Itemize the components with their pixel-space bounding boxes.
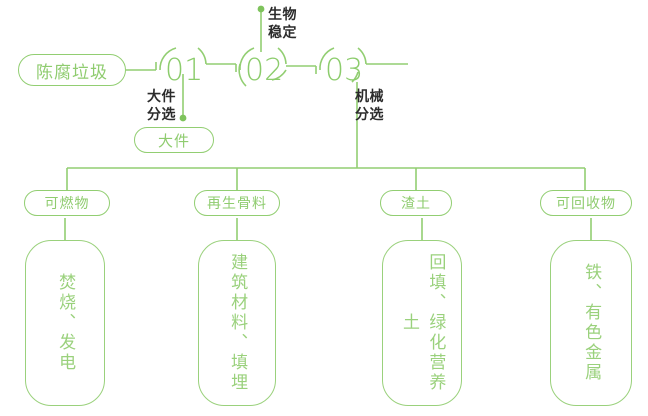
arc-step1-left <box>159 47 177 71</box>
step-number-03: 03 <box>325 53 364 88</box>
output-destination-box-recyclables[interactable]: 铁、有色金属 <box>550 240 632 406</box>
step-annotation-bulky-sorting: 大件 分选 <box>147 88 176 122</box>
arc-step2-left <box>239 47 255 71</box>
output-destination-label: 铁、有色金属 <box>582 263 602 383</box>
step-number-01: 01 <box>165 53 204 88</box>
dot-icon-bio <box>257 5 265 13</box>
output-destination-box-combustible[interactable]: 焚烧、发电 <box>25 240 105 406</box>
output-category-label: 可回收物 <box>556 195 616 211</box>
branch-node-label: 大件 <box>157 132 190 150</box>
output-category-label: 渣土 <box>401 195 431 211</box>
arc-step3-left <box>319 47 335 71</box>
step-annotation-bio-stabilization: 生物 稳定 <box>268 6 297 40</box>
output-destination-box-recycled-aggregate[interactable]: 建筑材料、填埋 <box>198 240 276 406</box>
arc-step3-bottom <box>351 71 359 83</box>
output-category-label: 可燃物 <box>44 195 90 211</box>
arc-step3-right <box>357 47 367 65</box>
output-destination-label: 焚烧、发电 <box>56 273 76 373</box>
output-category-recyclables[interactable]: 可回收物 <box>540 190 632 216</box>
output-destination-box-residue-soil[interactable]: 回填、绿化营养土 <box>382 240 462 406</box>
output-destination-label: 建筑材料、填埋 <box>228 253 248 393</box>
step-annotation-mechanical-sorting: 机械 分选 <box>355 88 384 122</box>
arc-step2-bottom-right <box>271 69 287 81</box>
dot-icon-bulky <box>179 114 187 122</box>
start-node-label: 陈腐垃圾 <box>36 62 108 82</box>
branch-node-bulky[interactable]: 大件 <box>134 127 214 153</box>
output-category-combustible[interactable]: 可燃物 <box>24 190 110 216</box>
start-node-stale-waste[interactable]: 陈腐垃圾 <box>18 54 126 86</box>
output-category-residue-soil[interactable]: 渣土 <box>380 190 452 216</box>
output-category-recycled-aggregate[interactable]: 再生骨料 <box>194 190 280 216</box>
arc-step2-right <box>277 47 287 65</box>
step-number-02: 02 <box>245 53 284 88</box>
output-destination-label: 回填、绿化营养土 <box>400 253 446 393</box>
output-category-label: 再生骨料 <box>207 195 267 211</box>
arc-step1-right <box>197 47 207 65</box>
